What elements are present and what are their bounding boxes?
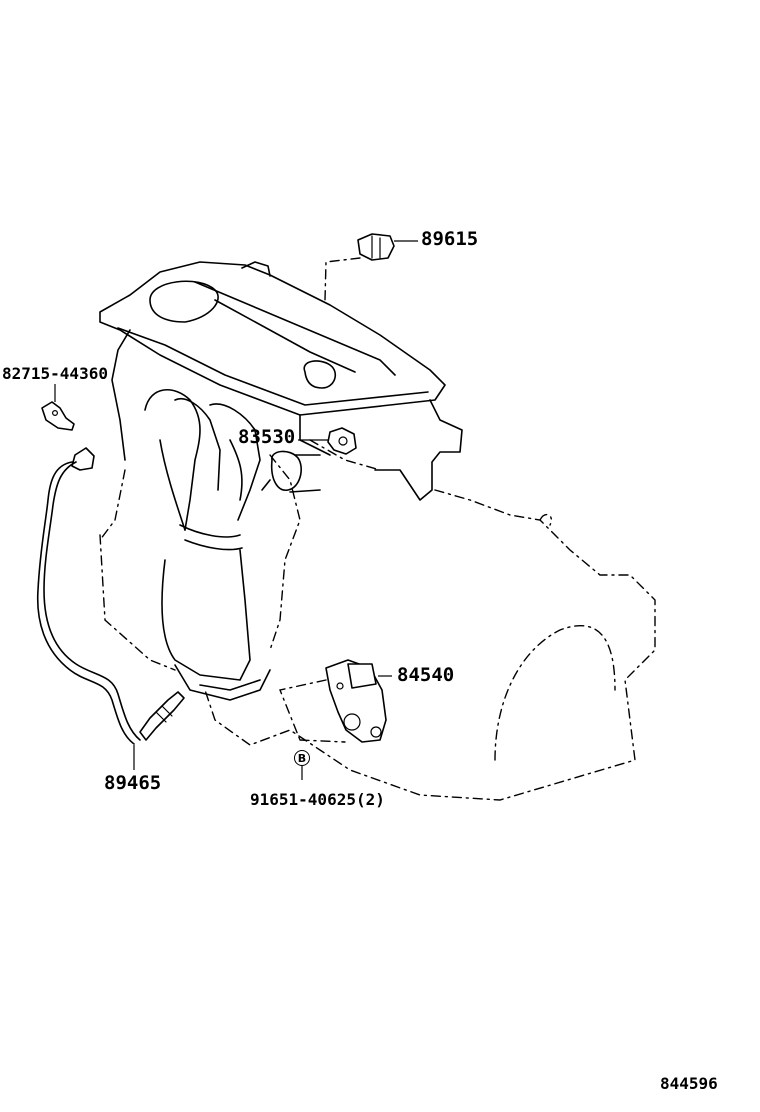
bolt-symbol-icon: B (294, 750, 310, 766)
part-label-84540: 84540 (397, 664, 455, 686)
part-label-89465: 89465 (104, 772, 162, 794)
part-label-89615: 89615 (421, 228, 479, 250)
part-89615-shape (324, 233, 395, 301)
part-82715-shape (41, 401, 75, 431)
part-83530-shape (298, 427, 357, 455)
part-84540-shape (279, 659, 392, 780)
part-label-83530: 83530 (238, 426, 296, 448)
engine-outline (99, 261, 656, 801)
part-label-82715-44360: 82715-44360 (2, 364, 108, 383)
part-label-91651-40625: 91651-40625(2) (250, 790, 385, 809)
part-89465-shape (36, 447, 185, 770)
diagram-id: 844596 (660, 1074, 718, 1093)
